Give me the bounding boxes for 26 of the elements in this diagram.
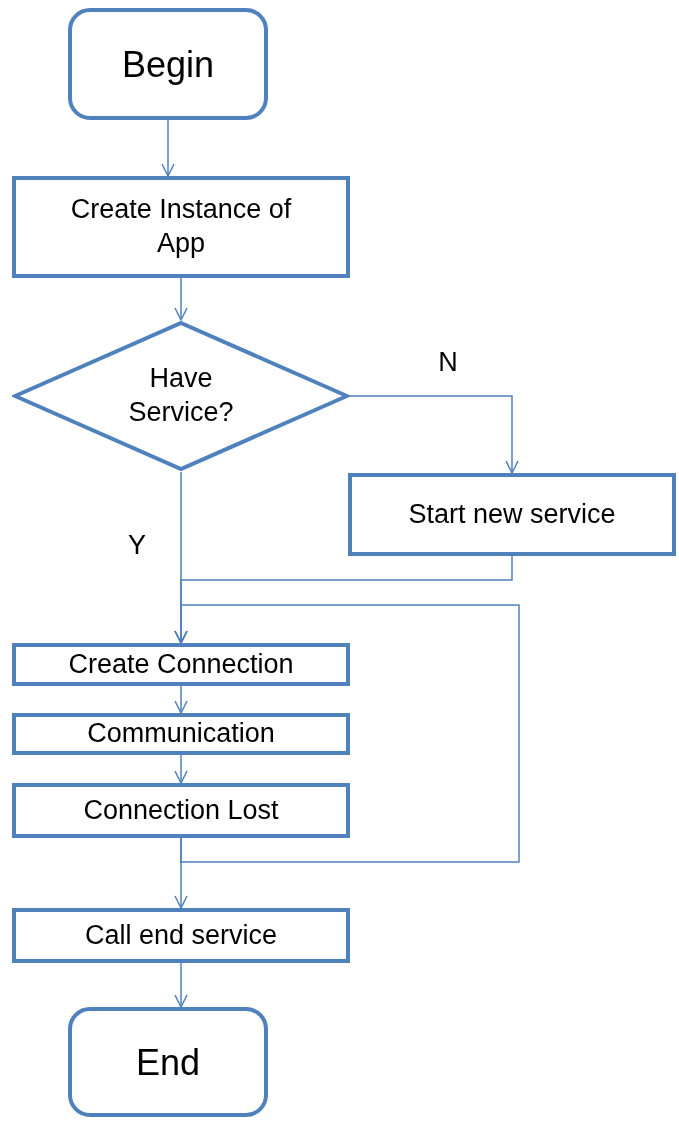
terminal-box <box>68 1007 268 1117</box>
arrow <box>174 604 520 863</box>
process-box <box>12 176 350 278</box>
arrow <box>349 395 519 474</box>
arrow <box>174 685 188 714</box>
process-box <box>12 783 350 838</box>
node-label: Connection Lost <box>83 793 279 827</box>
node-label: Create Connection <box>68 647 294 681</box>
node-label: End <box>135 1040 201 1085</box>
node-label: Start new service <box>408 497 616 531</box>
process-box <box>12 908 350 963</box>
process-box <box>12 713 350 755</box>
terminal-box <box>68 8 268 120</box>
process-box <box>348 473 676 556</box>
arrow <box>161 119 175 177</box>
node-label: Create Instance of App <box>69 193 293 260</box>
node-label: Call end service <box>84 918 278 952</box>
decision-diamond <box>12 320 350 472</box>
node-label: Have Service? <box>127 362 235 429</box>
arrow <box>174 277 188 321</box>
process-box <box>12 643 350 686</box>
arrow <box>174 754 188 784</box>
arrow <box>174 962 188 1008</box>
node-label: Communication <box>87 717 275 751</box>
arrow <box>174 837 188 909</box>
node-label: Begin <box>121 42 215 87</box>
